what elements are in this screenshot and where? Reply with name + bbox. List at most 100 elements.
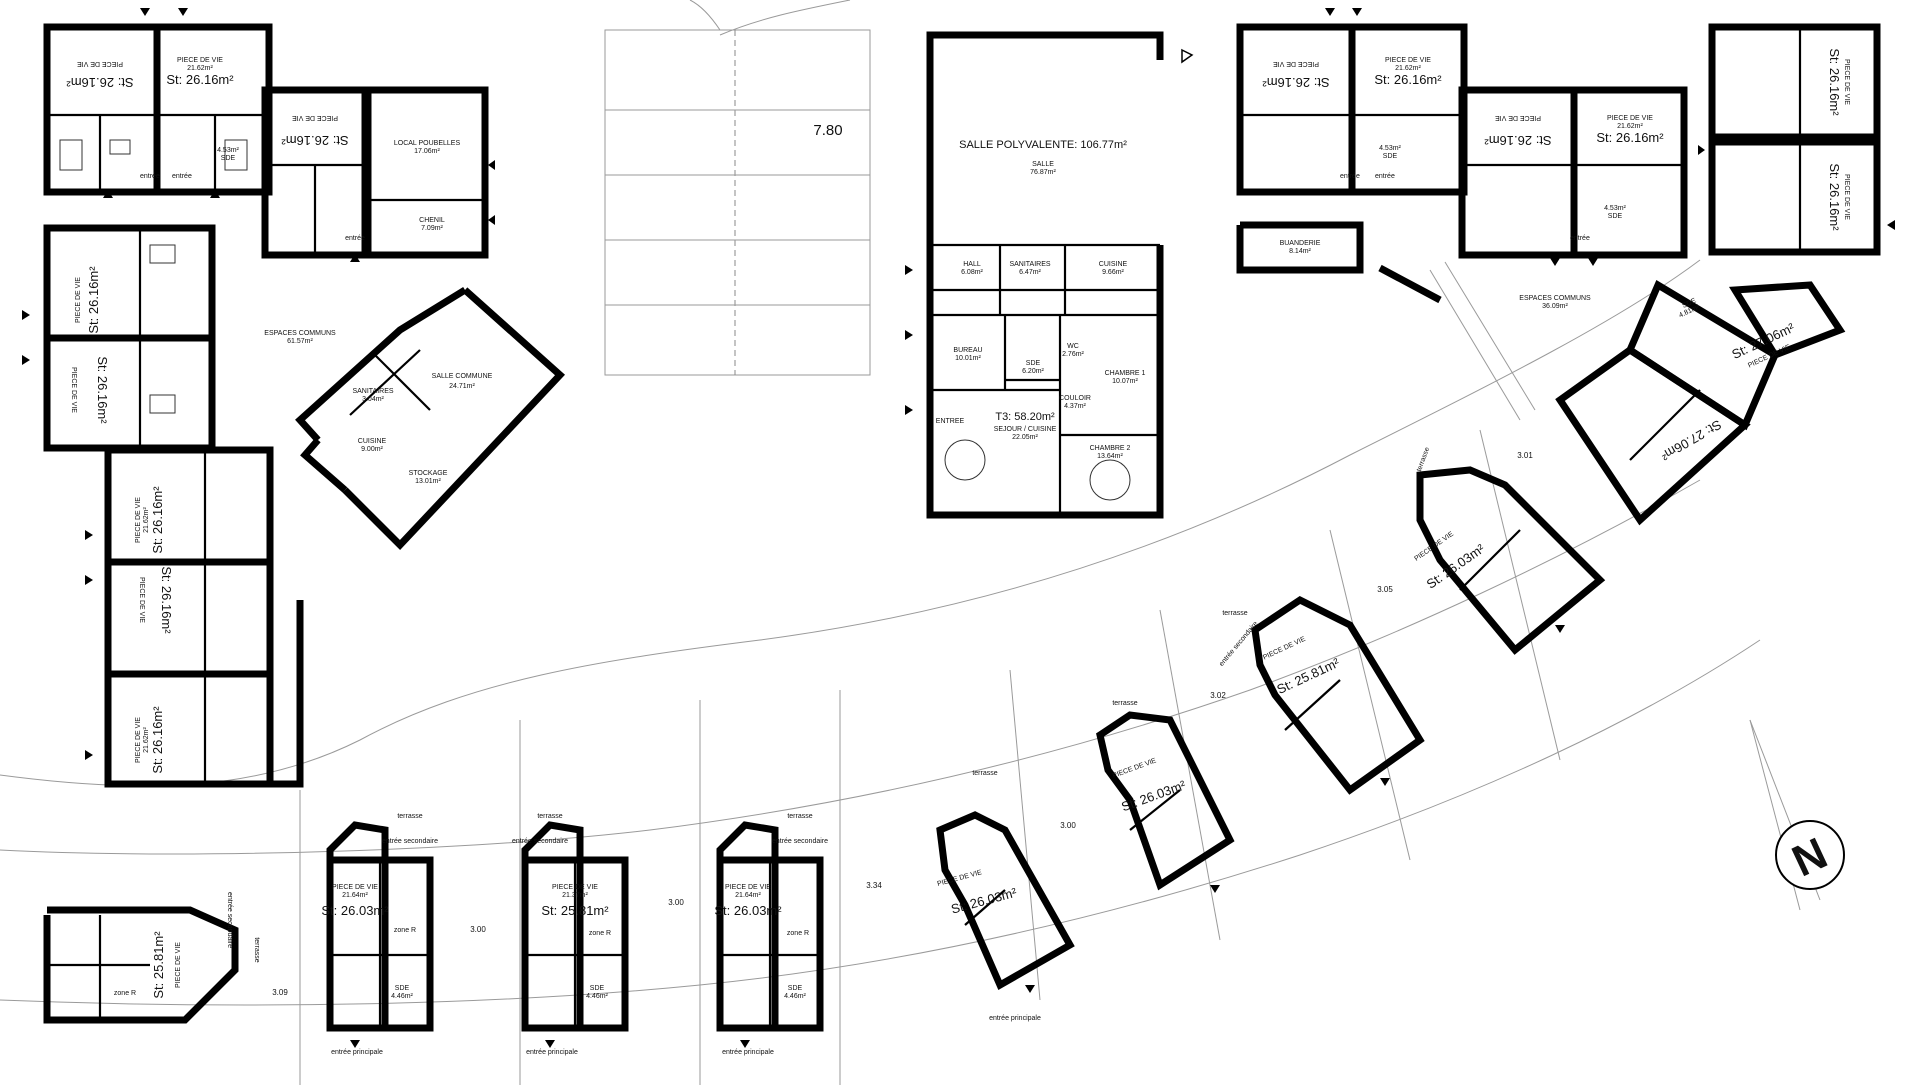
room-area-label: 21.62m² (1395, 65, 1421, 72)
local-poubelles-area: 17.06m² (414, 148, 440, 155)
zone-r-label: zone R (394, 927, 416, 934)
room-area-label: 21.64m² (735, 892, 761, 899)
piece-de-vie-label: PIECE DE VIE (1112, 757, 1158, 779)
cuisine-label: CUISINE (1099, 261, 1128, 268)
espaces-communs-label: ESPACES COMMUNS (264, 330, 336, 337)
piece-de-vie-label: PIECE DE VIE (1273, 60, 1319, 67)
dimension: 3.09 (272, 988, 288, 997)
unit-area-label: St: 26.16m² (1484, 133, 1552, 148)
couloir-area: 4.37m² (1064, 403, 1086, 410)
terrasse-label: terrasse (397, 813, 422, 820)
chambre1-label: CHAMBRE 1 (1105, 370, 1146, 377)
sde-area: 6.20m² (1022, 368, 1044, 375)
sde-area-label: 4.46m² (391, 993, 413, 1000)
zone-r-label: zone R (114, 990, 136, 997)
entree-principale-label: entrée principale (526, 1049, 578, 1056)
t3-label: T3: 58.20m² (995, 411, 1055, 423)
entree-label: entrée (140, 173, 160, 180)
stockage-label: STOCKAGE (409, 470, 448, 477)
chenil-area: 7.09m² (421, 225, 443, 232)
room-area-label: 21.62m² (143, 726, 150, 752)
piece-de-vie-label: PIECE DE VIE (70, 367, 77, 413)
sde-label: SDE (1383, 153, 1398, 160)
sde-label: SDE (221, 155, 236, 162)
terrasse-label: terrasse (253, 937, 260, 962)
piece-de-vie-label: PIECE DE VIE (1495, 114, 1541, 121)
room-area-label: 21.64m² (342, 892, 368, 899)
parking-area (604, 29, 871, 376)
piece-de-vie-label: PIECE DE VIE (725, 884, 771, 891)
piece-de-vie-label: PIECE DE VIE (77, 60, 123, 67)
sde-area-label: 4.46m² (586, 993, 608, 1000)
sejour-cuisine-label: SEJOUR / CUISINE (994, 426, 1057, 433)
dimension: 3.34 (866, 881, 882, 890)
salle-commune-block (295, 287, 566, 551)
piece-de-vie-label: PIECE DE VIE (332, 884, 378, 891)
dimension: 3.00 (668, 898, 684, 907)
terrasse-label: terrasse (1112, 700, 1137, 707)
cuisine-label: CUISINE (358, 438, 387, 445)
sde-area-label: 4.53m² (1379, 145, 1401, 152)
unit-area-label: St: 26.03m² (321, 903, 389, 918)
piece-de-vie-label: PIECE DE VIE (552, 884, 598, 891)
unit-area-label: St: 26.16m² (150, 486, 165, 554)
piece-de-vie-label: PIECE DE VIE (75, 277, 82, 323)
local-poubelles-label: LOCAL POUBELLES (394, 140, 461, 147)
text-labels: PIECE DE VIE St: 26.16m² PIECE DE VIE 21… (66, 48, 1850, 1056)
salle-polyvalente-label: SALLE POLYVALENTE: 106.77m² (959, 139, 1127, 151)
sanitaires-area: 6.47m² (1019, 269, 1041, 276)
entree-principale-label: entrée principale (989, 1015, 1041, 1022)
chambre2-label: CHAMBRE 2 (1090, 445, 1131, 452)
espaces-communs-area: 36.09m² (1542, 303, 1568, 310)
piece-de-vie-label: PIECE DE VIE (138, 577, 145, 623)
buanderie-label: BUANDERIE (1280, 240, 1321, 247)
salle-label: SALLE (1032, 161, 1054, 168)
unit-area-label: St: 26.16m² (281, 133, 349, 148)
salle-area: 76.87m² (1030, 169, 1056, 176)
piece-de-vie-label: PIECE DE VIE (1385, 57, 1431, 64)
entree-label: entrée (345, 235, 365, 242)
piece-de-vie-label: PIECE DE VIE (1413, 531, 1455, 563)
entree-principale-label: entrée principale (722, 1049, 774, 1056)
salle-commune-area: 24.71m² (449, 383, 475, 390)
terrasse-label: terrasse (537, 813, 562, 820)
piece-de-vie-label: PIECE DE VIE (135, 497, 142, 543)
cuisine-area: 9.00m² (361, 446, 383, 453)
unit-area-label: St: 26.16m² (1596, 130, 1664, 145)
piece-de-vie-label: PIECE DE VIE (175, 942, 182, 988)
sanitaires-label: SANITAIRES (1009, 261, 1050, 268)
unit-area-label: St: 26.16m² (150, 706, 165, 774)
room-area-label: 21.62m² (187, 65, 213, 72)
unit-area-label: St: 26.03m² (714, 903, 782, 918)
bottom-row-units (43, 821, 824, 1032)
piece-de-vie-label: PIECE DE VIE (135, 717, 142, 763)
zone-r-label: zone R (589, 930, 611, 937)
unit-area-label: St: 26.16m² (86, 266, 101, 334)
center-building (926, 31, 1164, 519)
dimension: 3.00 (470, 925, 486, 934)
local-poubelles-block (364, 86, 489, 259)
north-arrow (1749, 719, 1845, 911)
unit-area-label: St: 26.16m² (95, 356, 110, 424)
sanitaires-label: SANITAIRES (352, 388, 393, 395)
unit-top-left-b (153, 23, 273, 196)
unit-area-label: St: 26.16m² (1374, 72, 1442, 87)
cuisine-area: 9.66m² (1102, 269, 1124, 276)
entree-label: entrée (1570, 235, 1590, 242)
left-lower-units (104, 446, 304, 788)
couloir-label: COULOIR (1059, 395, 1091, 402)
entree-label: entrée (1340, 173, 1360, 180)
entree-secondaire-label: entrée secondaire (512, 838, 568, 845)
piece-de-vie-label: PIECE DE VIE (1607, 115, 1653, 122)
sde-area-label: 4.53m² (217, 147, 239, 154)
sde-label: SDE (395, 985, 410, 992)
sanitaires-area: 3.04m² (362, 396, 384, 403)
entree-secondaire-label: entrée secondaire (1218, 620, 1259, 668)
unit-area-label: St: 26.03m² (1119, 777, 1188, 814)
hall-area: 6.08m² (961, 269, 983, 276)
unit-area-label: St: 26.16m² (1262, 75, 1330, 90)
sde-label: SDE (1026, 360, 1041, 367)
espaces-communs-area: 61.57m² (287, 338, 313, 345)
sde-label: SDE (1608, 213, 1623, 220)
